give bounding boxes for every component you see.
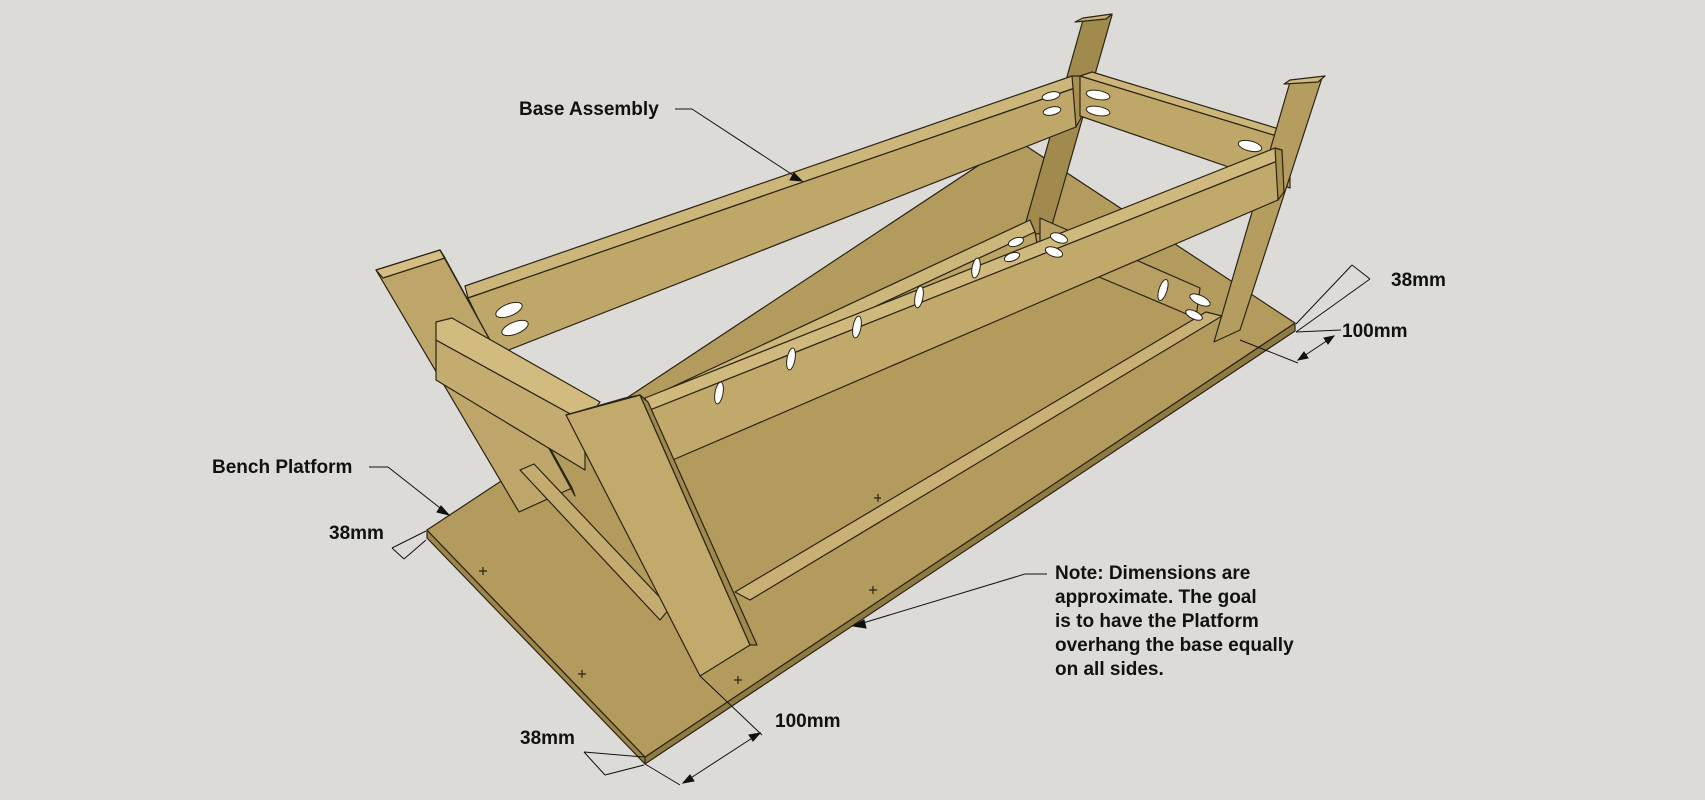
note-line: Note: Dimensions are: [1055, 563, 1251, 584]
pocket-hole: [1007, 236, 1025, 248]
pocket-hole: [1085, 89, 1111, 101]
dim-extension: [644, 763, 681, 786]
dim-label-100mm-top-right: 100mm: [1342, 321, 1408, 342]
dim-extension: [699, 675, 763, 736]
pocket-hole: [1042, 106, 1062, 116]
dim-label-38mm-top-right: 38mm: [1391, 270, 1446, 291]
pocket-hole: [971, 257, 981, 279]
pocket-hole: [786, 347, 796, 371]
front-upper-rail-end: [1274, 147, 1285, 201]
pocket-hole: [1189, 293, 1211, 307]
base-assembly-label: Base Assembly: [519, 99, 659, 120]
note-line: is to have the Platform: [1055, 611, 1259, 632]
dim-extension: [1295, 278, 1371, 333]
front-right-leg-side: [639, 394, 758, 646]
note-line: approximate. The goal: [1055, 587, 1257, 608]
bench-platform-label: Bench Platform: [212, 457, 353, 478]
rear-right-leg-end: [1283, 75, 1326, 85]
note-line: on all sides.: [1055, 659, 1164, 680]
pocket-hole: [1003, 251, 1021, 263]
pocket-hole: [714, 381, 724, 405]
pocket-hole: [495, 301, 523, 319]
dim-extension: [403, 539, 427, 560]
front-right-leg: [565, 394, 758, 677]
dim-extension: [1295, 329, 1342, 333]
dim-extension: [583, 751, 645, 758]
screw-mark: [869, 586, 877, 594]
bench-platform-leader: [387, 466, 450, 516]
dim-line-38-left: [391, 547, 405, 560]
dim-label-38mm-bottom: 38mm: [520, 728, 575, 749]
dimension-lines: [391, 264, 1371, 786]
pocket-hole: [1085, 105, 1111, 117]
screw-marks: [479, 494, 881, 684]
dim-extension: [391, 530, 427, 549]
back-rail-end: [1071, 75, 1082, 128]
screw-mark: [874, 494, 881, 502]
pocket-hole: [1044, 246, 1064, 258]
dim-line-100-bottom: [682, 732, 761, 784]
rear-right-leg: [1213, 75, 1326, 343]
base-assembly-leader: [691, 108, 803, 182]
pocket-hole: [1237, 139, 1263, 153]
pocket-hole: [1185, 309, 1203, 321]
screw-mark: [734, 676, 742, 684]
pocket-hole: [1049, 232, 1069, 244]
leader-lines: [369, 108, 1047, 629]
dim-label-38mm-left: 38mm: [329, 523, 384, 544]
note-line: overhang the base equally: [1055, 635, 1294, 656]
dim-extension: [604, 764, 645, 776]
right-end-rail: [1079, 71, 1303, 189]
dim-line-38-bottom: [583, 751, 606, 776]
dim-label-100mm-bottom: 100mm: [775, 711, 841, 732]
platform-cleat: [734, 311, 1223, 601]
rear-left-leg-end: [1074, 13, 1113, 23]
pocket-hole: [1157, 278, 1169, 302]
dim-extension: [1295, 264, 1353, 325]
screw-mark: [479, 567, 487, 575]
pocket-holes: [495, 89, 1263, 405]
dim-extension: [1239, 339, 1299, 364]
screw-mark: [578, 670, 586, 678]
pocket-hole: [914, 285, 924, 309]
note-leader: [852, 573, 1026, 627]
pocket-hole: [501, 319, 529, 337]
pocket-hole: [852, 315, 862, 339]
pocket-hole: [1041, 91, 1061, 101]
dim-line-38-top: [1351, 264, 1371, 280]
